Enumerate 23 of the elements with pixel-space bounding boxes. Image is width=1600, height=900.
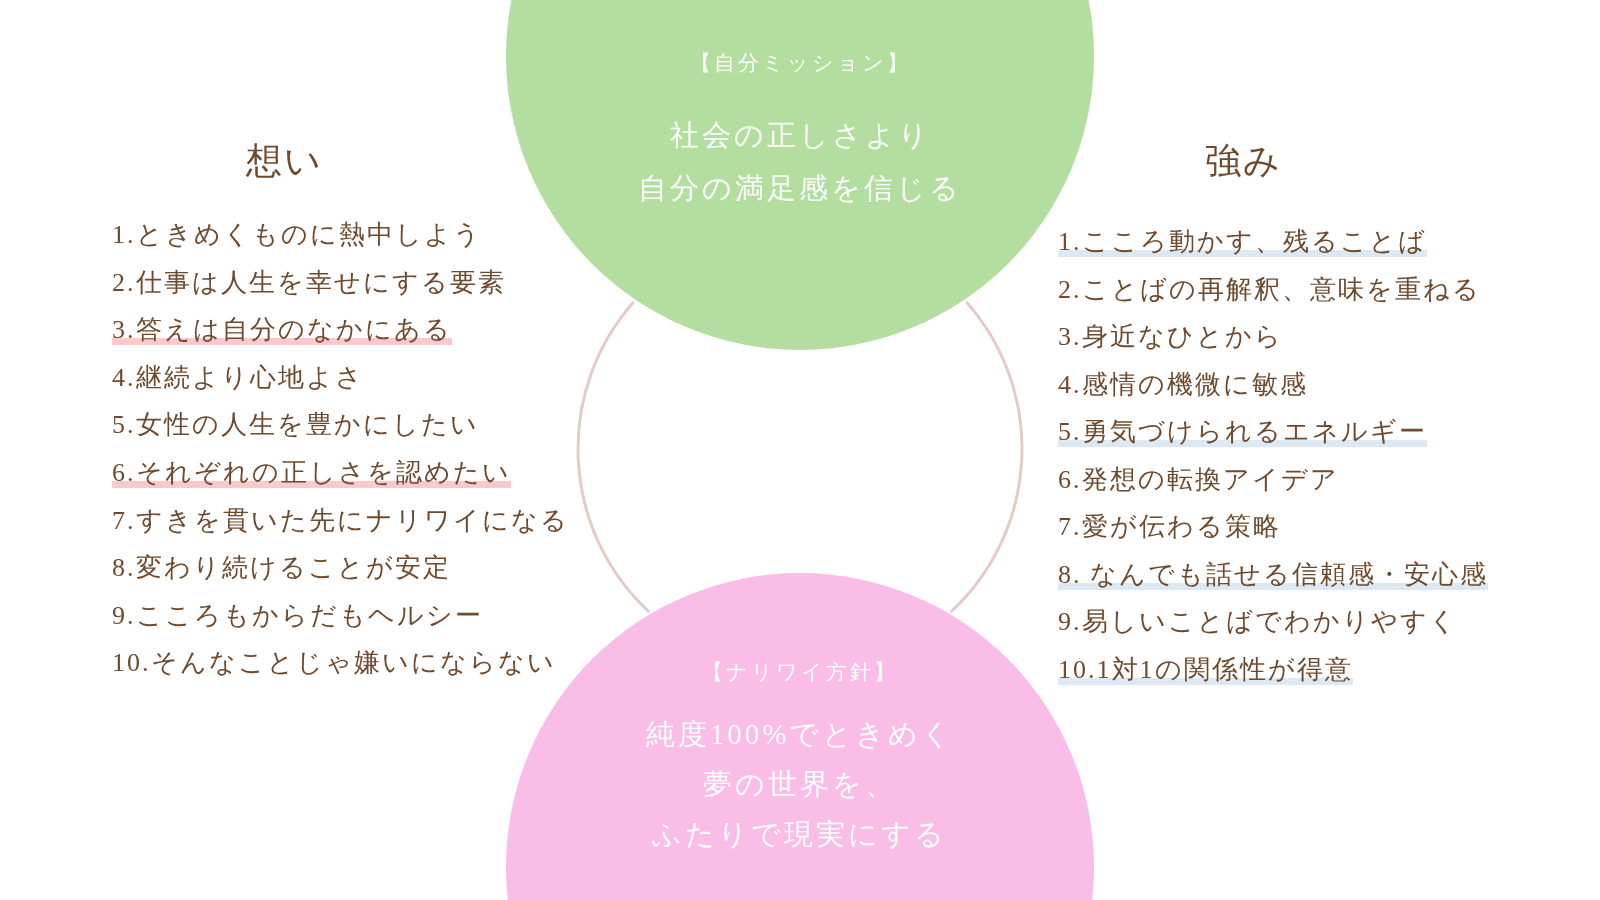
list-item: 9.易しいことばでわかりやすく: [1058, 606, 1458, 638]
list-item: 2.ことばの再解釈、意味を重ねる: [1058, 273, 1481, 306]
circle-heading: 【自分ミッション】: [689, 50, 911, 76]
list-item: 4.感情の機微に敏感: [1058, 368, 1308, 401]
highlighted-list-item: 6.それぞれの正しさを認めたい: [112, 456, 511, 490]
list-item: 5.女性の人生を豊かにしたい: [112, 409, 479, 442]
list-item: 2.仕事は人生を幸せにする要素: [112, 266, 506, 299]
policy-statement: 純度100%でときめく夢の世界を、ふたりで現実にする: [645, 717, 955, 852]
mission-statement: 社会の正しさより自分の満足感を信じる: [638, 118, 962, 206]
list-item: 9.こころもからだもヘルシー: [112, 599, 483, 632]
section-heading: 想い: [245, 140, 323, 183]
section-heading: 強み: [1204, 140, 1282, 183]
list-item: 7.愛が伝わる策略: [1058, 511, 1281, 543]
circle-heading: 【ナリワイ方針】: [702, 659, 898, 685]
list-item: 6.発想の転換アイデア: [1058, 463, 1339, 496]
list-item: 8.変わり続けることが安定: [112, 552, 451, 585]
highlighted-list-item: 3.答えは自分のなかにある: [112, 313, 452, 348]
list-item: 1.ときめくものに熱中しよう: [112, 219, 482, 251]
list-item: 4.継続より心地よさ: [112, 361, 364, 394]
list-item: 10.そんなことじゃ嫌いにならない: [112, 647, 556, 680]
highlighted-list-item: 5.勇気づけられるエネルギー: [1058, 415, 1427, 449]
list-item: 3.身近なひとから: [1058, 321, 1283, 353]
list-item: 7.すきを貫いた先にナリワイになる: [112, 504, 569, 537]
